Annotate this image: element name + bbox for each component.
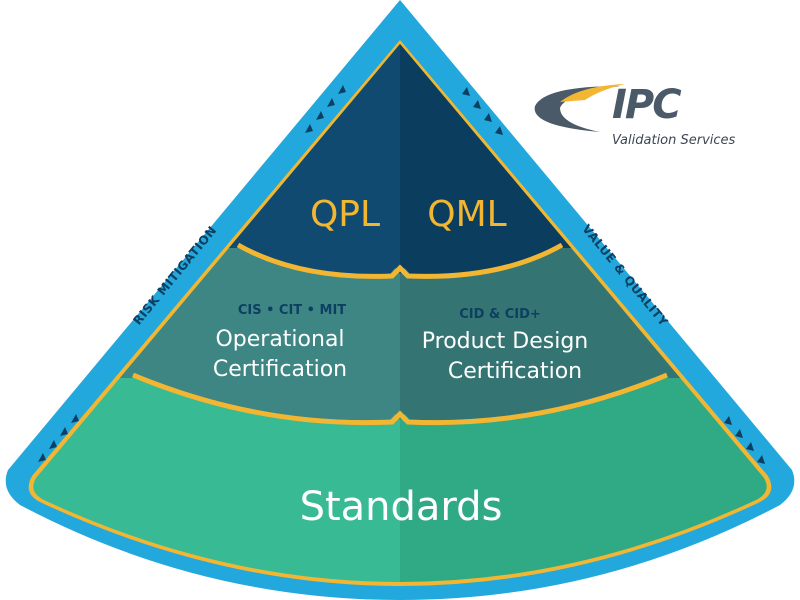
arrow-group-right-top: [462, 87, 503, 135]
arrow-icon: [484, 113, 492, 122]
qualification-divider: [236, 242, 564, 279]
arrow-icon: [746, 442, 754, 451]
arrow-icon: [473, 100, 481, 109]
qml-label: QML: [427, 194, 506, 235]
arrow-icon: [495, 126, 503, 135]
arrow-icon: [327, 98, 335, 107]
arrow-icon: [735, 429, 743, 438]
logo-swoosh-gold: [560, 84, 625, 102]
arrow-icon: [49, 440, 57, 449]
arrow-group-left-top: [305, 85, 346, 133]
product-design-line2: Certification: [448, 359, 582, 384]
certification-divider: [132, 372, 668, 426]
standards-label: Standards: [300, 484, 503, 530]
arrow-icon: [462, 87, 470, 96]
arrow-icon: [305, 124, 313, 133]
arrow-icon: [724, 416, 732, 425]
logo-subtitle: Validation Services: [612, 133, 736, 148]
operational-line1: Operational: [215, 327, 344, 352]
operational-line2: Certification: [213, 357, 347, 382]
product-design-codes: CID & CID+: [459, 307, 541, 322]
ipc-logo: IPC Validation Services: [534, 82, 736, 148]
arrow-group-left-bottom: [38, 414, 79, 462]
product-design-line1: Product Design: [422, 329, 588, 354]
arrow-icon: [38, 453, 46, 462]
arrow-icon: [316, 111, 324, 120]
logo-swoosh-gray: [534, 86, 620, 132]
arrow-icon: [60, 427, 68, 436]
arrow-group-right-bottom: [724, 416, 765, 464]
arrow-icon: [71, 414, 79, 423]
qpl-label: QPL: [310, 194, 380, 235]
operational-codes: CIS • CIT • MIT: [238, 303, 346, 318]
logo-text: IPC: [612, 82, 681, 128]
arrow-icon: [338, 85, 346, 94]
arrow-icon: [757, 455, 765, 464]
